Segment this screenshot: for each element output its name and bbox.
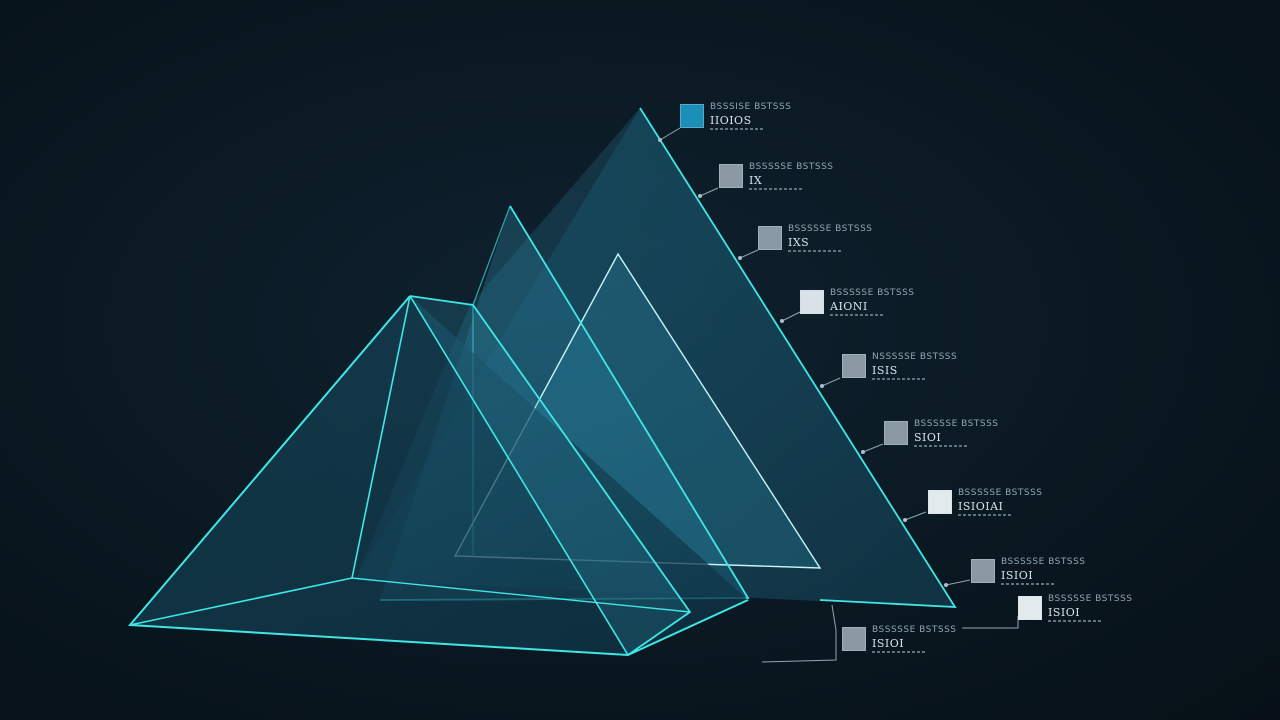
label-title: NSSSSSE BSTSSS bbox=[872, 352, 958, 362]
label-title: BSSSSSE BSTSSS bbox=[749, 162, 834, 172]
label-underline bbox=[788, 250, 842, 252]
color-swatch bbox=[800, 290, 824, 314]
label-underline bbox=[958, 514, 1012, 516]
label-underline bbox=[749, 188, 803, 190]
label-value: ISIS bbox=[872, 364, 898, 377]
label-title: BSSSSSE BSTSSS bbox=[1048, 594, 1133, 604]
leader-dots bbox=[658, 138, 948, 587]
label-underline bbox=[872, 651, 926, 653]
label-underline bbox=[1048, 620, 1102, 622]
label-value: ISIOI bbox=[872, 637, 905, 650]
label-title: BSSSSSE BSTSSS bbox=[958, 488, 1043, 498]
label-underline bbox=[1001, 583, 1055, 585]
label-value: IX bbox=[749, 174, 763, 187]
color-swatch bbox=[719, 164, 743, 188]
label-underline bbox=[872, 378, 926, 380]
label-value: ISIOI bbox=[1048, 606, 1081, 619]
label-title: BSSSSSE BSTSSS bbox=[788, 224, 873, 234]
label-underline bbox=[830, 314, 884, 316]
color-swatch bbox=[884, 421, 908, 445]
leader-lines bbox=[659, 127, 1019, 663]
color-swatch bbox=[971, 559, 995, 583]
label-value: ISIOI bbox=[1001, 569, 1034, 582]
label-value: IIOIOS bbox=[710, 114, 752, 127]
color-swatch bbox=[758, 226, 782, 250]
label-title: BSSSISE BSTSSS bbox=[710, 102, 792, 112]
label-value: SIOI bbox=[914, 431, 942, 444]
color-swatch bbox=[1018, 596, 1042, 620]
label-value: IXS bbox=[788, 236, 810, 249]
label-title: BSSSSSE BSTSSS bbox=[914, 419, 999, 429]
color-swatch bbox=[842, 627, 866, 651]
label-title: BSSSSSE BSTSSS bbox=[1001, 557, 1086, 567]
label-underline bbox=[710, 128, 764, 130]
label-title: BSSSSSE BSTSSS bbox=[830, 288, 915, 298]
color-swatch bbox=[680, 104, 704, 128]
pyramid-front bbox=[127, 295, 749, 657]
color-swatch bbox=[842, 354, 866, 378]
label-value: AIONI bbox=[830, 300, 868, 313]
label-title: BSSSSSE BSTSSS bbox=[872, 625, 957, 635]
label-value: ISIOIAI bbox=[958, 500, 1004, 513]
color-swatch bbox=[928, 490, 952, 514]
label-underline bbox=[914, 445, 968, 447]
